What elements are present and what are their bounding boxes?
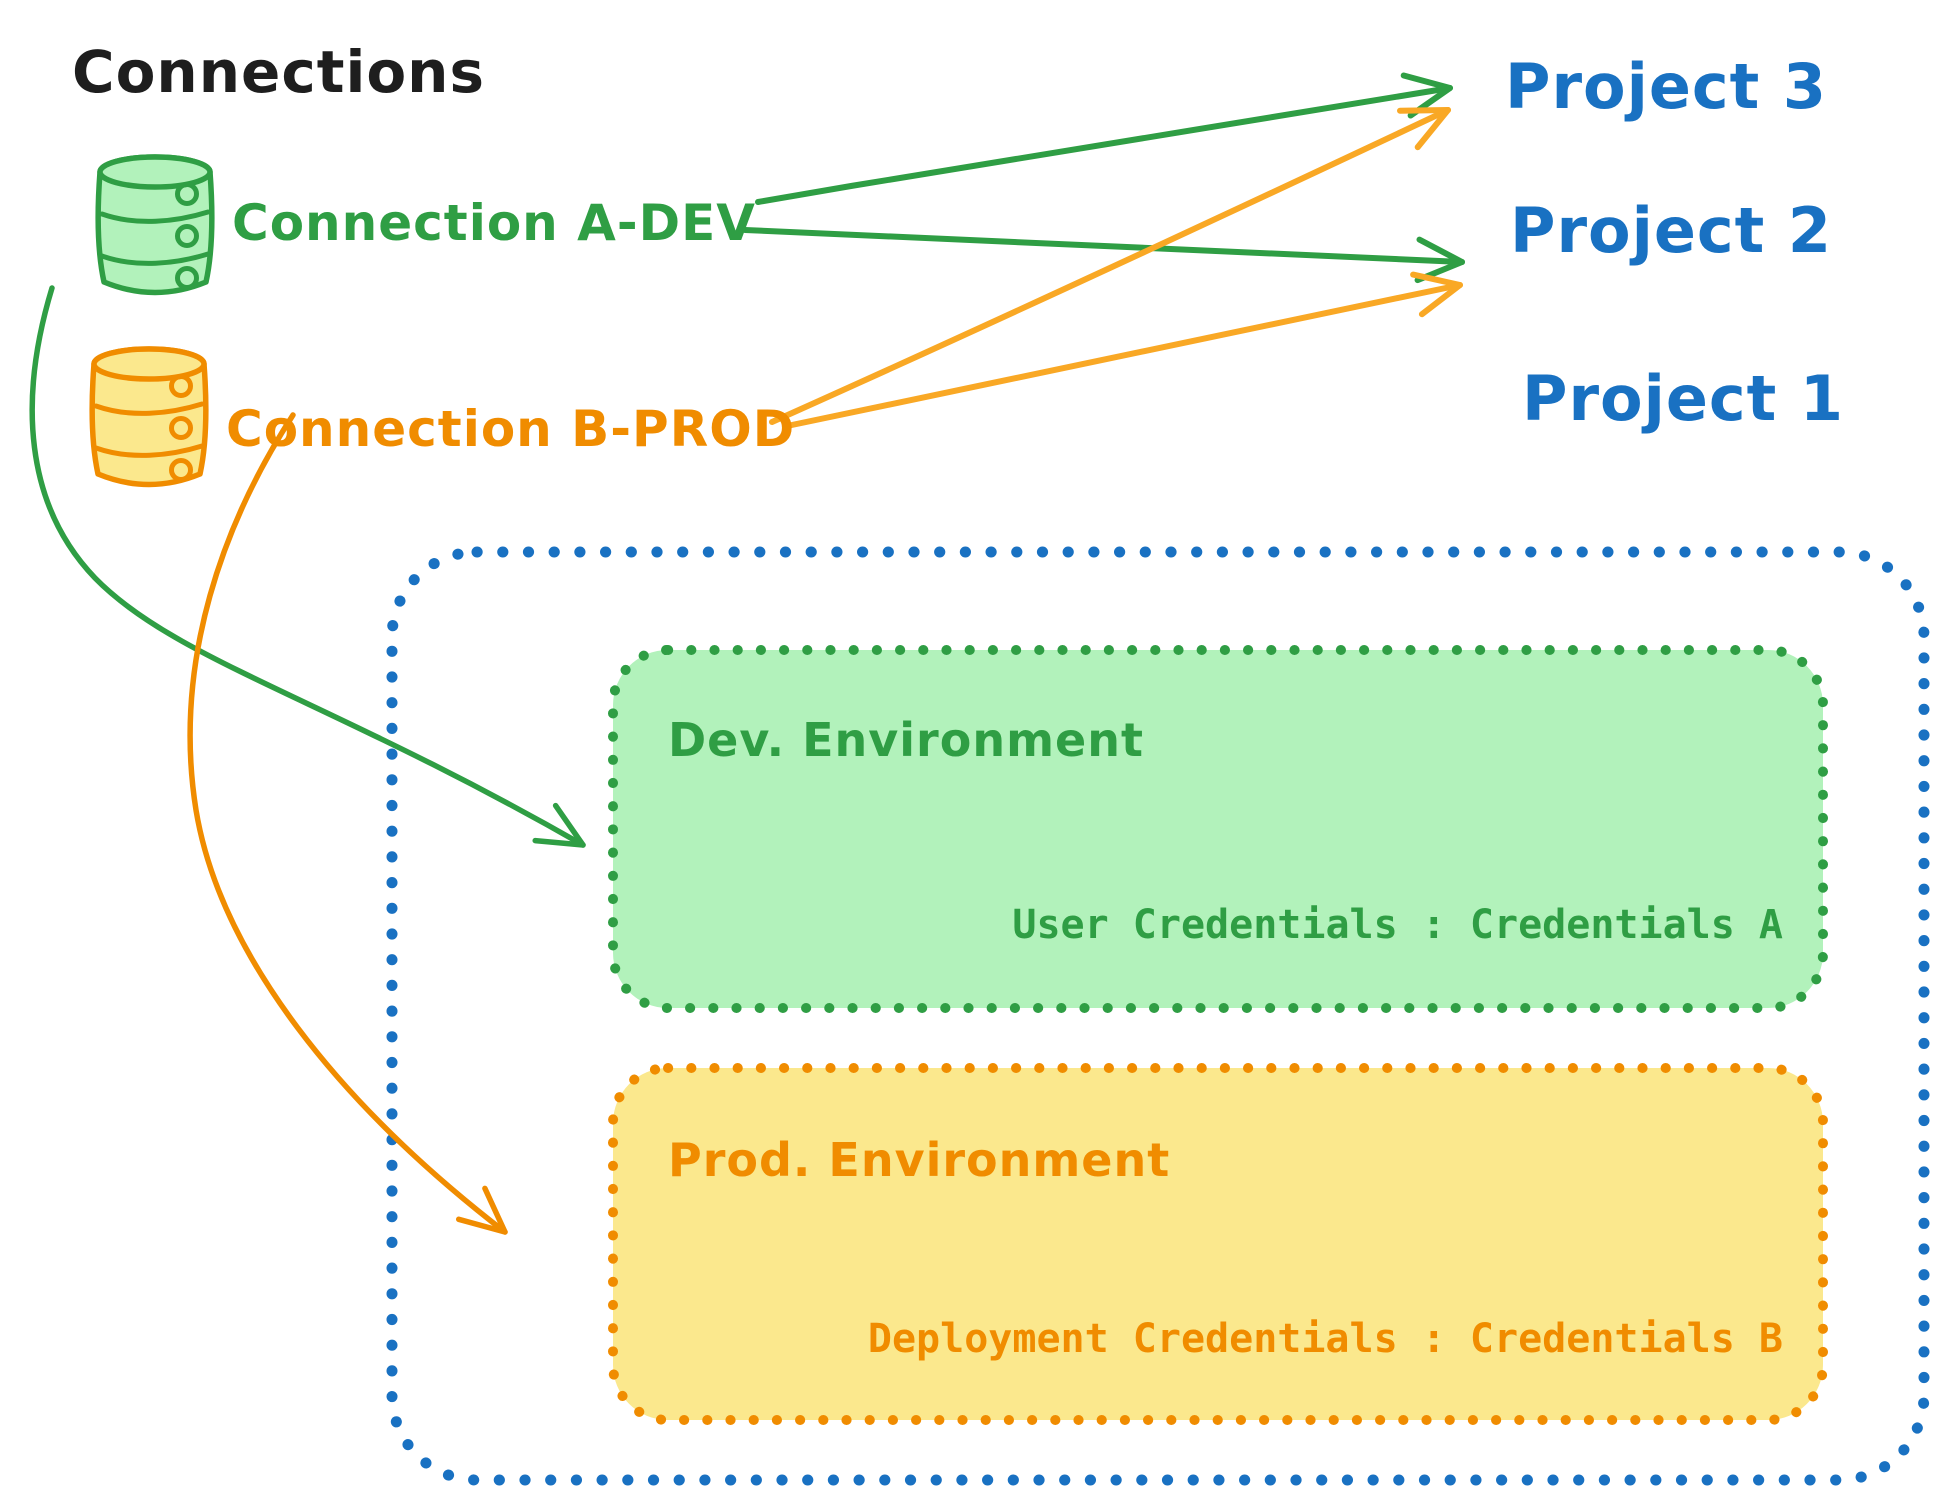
connection-a-dev-label: Connection A-DEV <box>232 194 756 252</box>
project-3-label: Project 3 <box>1505 50 1827 123</box>
prod-environment-box <box>608 1063 1828 1425</box>
project-2-label: Project 2 <box>1510 194 1832 267</box>
dev-environment-label: Dev. Environment <box>668 713 1144 767</box>
database-icon <box>98 157 212 293</box>
prod-environment-label: Prod. Environment <box>668 1133 1170 1187</box>
dev-environment-box <box>608 645 1828 1013</box>
prod-credentials-text: Deployment Credentials : Credentials B <box>868 1316 1783 1362</box>
arrow-a-dev-to-dev-environment <box>29 285 586 848</box>
database-icon <box>92 349 206 485</box>
arrow-a-dev-to-project-3 <box>755 72 1453 205</box>
arrow-b-prod-to-prod-environment <box>187 412 508 1235</box>
arrow-b-prod-to-project-3 <box>769 107 1451 425</box>
diagram-title: Connections <box>72 38 485 106</box>
project-1-label: Project 1 <box>1522 362 1844 435</box>
arrow-a-dev-to-project-2 <box>742 227 1465 284</box>
project-1-container-box <box>386 546 1930 1486</box>
connection-b-prod: Connection B-PROD <box>92 349 795 485</box>
connection-a-dev: Connection A-DEV <box>98 157 756 293</box>
connection-b-prod-label: Connection B-PROD <box>226 400 795 458</box>
dev-credentials-text: User Credentials : Credentials A <box>1012 902 1783 948</box>
arrow-b-prod-to-project-2 <box>784 271 1463 429</box>
